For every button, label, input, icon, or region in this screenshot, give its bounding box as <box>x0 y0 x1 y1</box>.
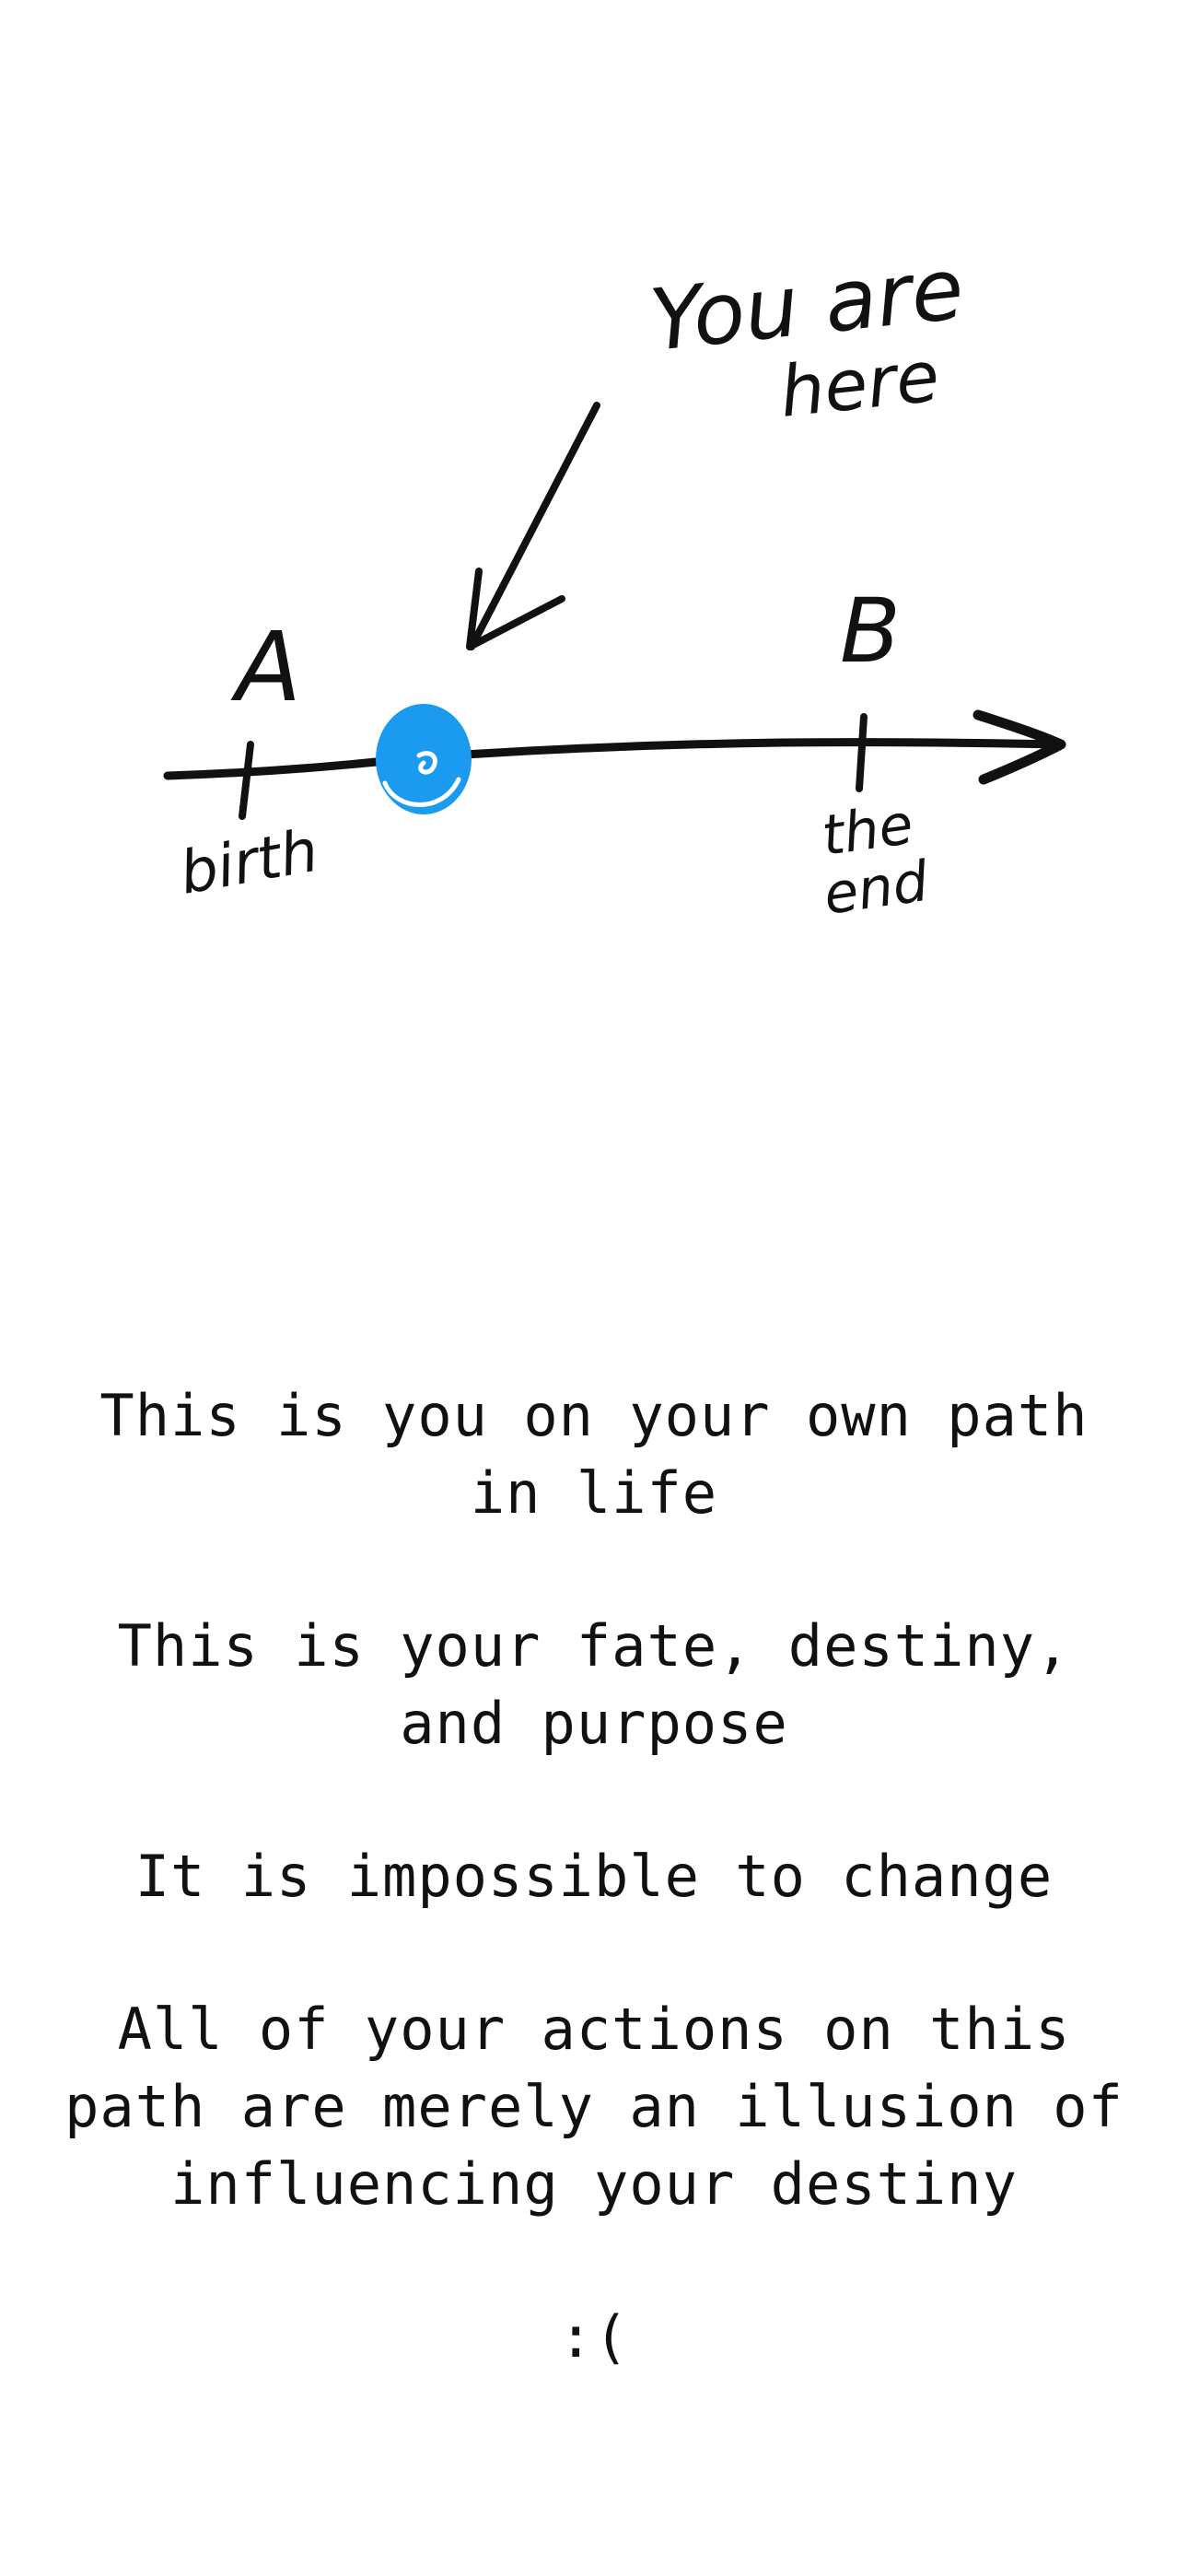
pointer-label-line2: here <box>776 334 943 433</box>
message-paragraph-2: This is your fate, destiny, and purpose <box>117 1612 1071 1757</box>
timeline-line <box>163 738 1066 780</box>
message-paragraph-4: All of your actions on this path are mer… <box>64 1996 1124 2218</box>
point-a-label: A <box>230 611 301 723</box>
point-a-caption: birth <box>175 817 323 908</box>
timeline-arrowhead <box>973 709 1066 785</box>
point-b-caption-line1: the <box>818 792 916 869</box>
point-b-caption-line2: end <box>820 849 933 928</box>
message-text: This is you on your own path in life Thi… <box>55 1377 1133 2376</box>
pointer-arrow-head <box>466 568 565 650</box>
tick-b <box>856 713 868 792</box>
life-path-diagram: You are here A birth B the end <box>163 240 1066 928</box>
point-b-label: B <box>840 580 901 683</box>
message-paragraph-1: This is you on your own path in life <box>99 1382 1089 1527</box>
message-paragraph-3: It is impossible to change <box>134 1843 1054 1910</box>
pointer-arrow-shaft <box>468 402 600 650</box>
tick-a <box>239 741 254 820</box>
you-marker <box>376 704 472 814</box>
sad-face: :( <box>558 2303 630 2371</box>
